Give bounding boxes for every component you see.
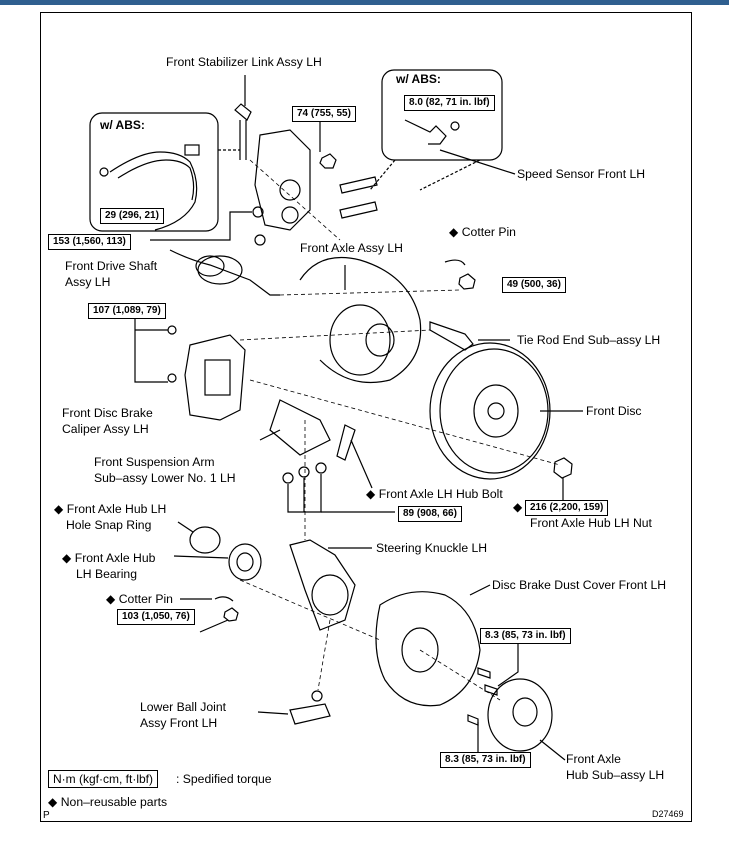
label-drive-shaft-1: Front Drive Shaft — [65, 259, 158, 273]
torque-49: 49 (500, 36) — [502, 277, 566, 293]
caliper-icon — [184, 334, 246, 421]
label-front-disc: Front Disc — [586, 404, 642, 418]
label-hub-subassy-2: Hub Sub–assy LH — [566, 768, 665, 782]
label-cotter-pin-2: ◆ Cotter Pin — [106, 592, 173, 606]
top-title-bar — [0, 0, 729, 5]
tie-rod-end-icon — [429, 321, 474, 351]
ball-joint-icon — [289, 703, 331, 725]
strut-bracket-icon — [254, 129, 311, 231]
legend-specified-torque: : Spedified torque — [176, 772, 272, 786]
label-snap-ring-1: ◆ Front Axle Hub LH — [54, 502, 167, 516]
torque-103: 103 (1,050, 76) — [117, 609, 195, 625]
drawing-code: D27469 — [652, 809, 684, 819]
tie-rod-nut-icon — [458, 273, 476, 290]
dust-cover-bolt-1-icon — [477, 667, 491, 679]
torque-8-3-lower: 8.3 (85, 73 in. lbf) — [440, 752, 531, 768]
label-bearing-2: LH Bearing — [76, 567, 137, 581]
abs-left-harness — [109, 151, 198, 231]
speed-sensor-icon — [404, 119, 447, 145]
label-ball-joint-2: Assy Front LH — [140, 716, 218, 730]
label-hub-subassy-1: Front Axle — [566, 752, 621, 766]
torque-29: 29 (296, 21) — [100, 208, 164, 224]
label-front-axle-assy: Front Axle Assy LH — [300, 241, 403, 255]
label-snap-ring-2: Hole Snap Ring — [66, 518, 152, 532]
label-caliper-2: Caliper Assy LH — [62, 422, 149, 436]
abs-left-bolt-icon — [99, 167, 109, 177]
torque-89: 89 (908, 66) — [398, 506, 462, 522]
strut-bolt-lower-icon — [339, 201, 378, 219]
torque-216: 216 (2,200, 159) — [525, 500, 609, 516]
strut-nut-upper-icon — [252, 206, 264, 218]
dust-cover-icon — [375, 591, 481, 707]
label-susp-arm-1: Front Suspension Arm — [94, 455, 215, 469]
suspension-arm-icon — [269, 399, 331, 456]
hub-subassy-icon — [487, 678, 553, 752]
corner-p: P — [43, 810, 50, 821]
nonreusable-marker-icon: ◆ — [513, 500, 523, 514]
front-axle-assy-icon — [299, 256, 422, 384]
hub-bearing-icon — [228, 543, 262, 581]
label-hub-nut: Front Axle Hub LH Nut — [530, 516, 652, 530]
steering-knuckle-icon — [289, 539, 356, 631]
front-disc-icon — [429, 342, 551, 480]
label-stabilizer-link: Front Stabilizer Link Assy LH — [166, 55, 322, 69]
label-abs-right: w/ ABS: — [396, 72, 441, 86]
snap-ring-icon — [189, 526, 221, 554]
abs-right-callout — [381, 69, 503, 161]
torque-153: 153 (1,560, 113) — [48, 234, 131, 250]
hub-nut-icon — [553, 457, 573, 479]
label-steering-knuckle: Steering Knuckle LH — [376, 541, 488, 555]
label-ball-joint-1: Lower Ball Joint — [140, 700, 227, 714]
label-bearing-1: ◆ Front Axle Hub — [62, 551, 156, 565]
label-susp-arm-2: Sub–assy Lower No. 1 LH — [94, 471, 236, 485]
cotter-pin-2-icon — [214, 596, 234, 602]
label-dust-cover: Disc Brake Dust Cover Front LH — [492, 578, 667, 592]
hub-bolt-icon — [336, 424, 356, 461]
strut-bolt-upper-icon — [339, 176, 378, 194]
label-caliper-1: Front Disc Brake — [62, 406, 153, 420]
abs-left-callout — [89, 112, 219, 232]
label-hub-bolt: ◆ Front Axle LH Hub Bolt — [366, 487, 503, 501]
stabilizer-nut-icon — [319, 153, 337, 169]
legend-torque-unit: N·m (kgf·cm, ft·lbf) — [48, 770, 158, 788]
label-speed-sensor: Speed Sensor Front LH — [517, 167, 646, 181]
label-drive-shaft-2: Assy LH — [65, 275, 111, 289]
dust-cover-bolt-2-icon — [484, 684, 498, 696]
label-cotter-pin-1: ◆ Cotter Pin — [449, 225, 516, 239]
torque-74: 74 (755, 55) — [292, 106, 356, 122]
cotter-pin-icon — [444, 259, 466, 266]
label-abs-left: w/ ABS: — [100, 118, 145, 132]
torque-107: 107 (1,089, 79) — [88, 303, 166, 319]
label-tie-rod-end: Tie Rod End Sub–assy LH — [517, 333, 661, 347]
strut-nut-lower-icon — [254, 234, 266, 246]
diagram-frame — [40, 12, 692, 822]
torque-8-3-upper: 8.3 (85, 73 in. lbf) — [480, 628, 571, 644]
torque-8-0: 8.0 (82, 71 in. lbf) — [404, 95, 495, 111]
stabilizer-link-icon — [234, 103, 252, 121]
legend-nonreusable: ◆ Non–reusable parts — [48, 795, 168, 809]
